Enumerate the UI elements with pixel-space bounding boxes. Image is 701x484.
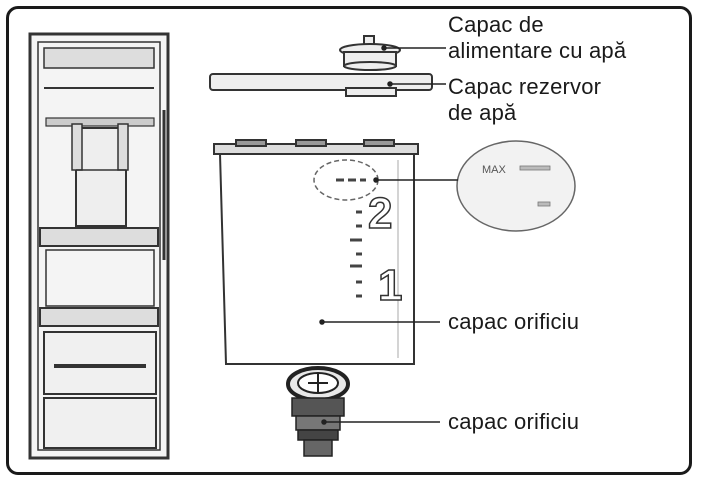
refrigerator-illustration [28,32,170,460]
water-tank-illustration [213,139,419,365]
tank-lid-illustration [209,73,433,97]
level-2-numeral: 2 [368,189,392,238]
fridge-drawer-lower [43,397,157,449]
tank-cap-label-line-1: Capac rezervor [448,74,602,99]
orifice-cap-label-2: capac orificiu [448,409,580,434]
fridge-middle-shelf [39,227,159,247]
tank-cap-label: Capac rezervor de apă [448,74,601,126]
water-feed-cap-label-line-1: Capac de [448,12,544,37]
diagram-frame [6,6,692,475]
fridge-top-shelf [43,47,155,69]
fridge-inner-wall [37,41,161,451]
water-feed-cap-label: Capac de alimentare cu apă [448,12,626,64]
tank-cap-label-line-2: de apă [448,100,517,125]
water-feed-cap-illustration [339,35,401,71]
orifice-cap-label-1: capac orificiu [448,309,580,334]
max-label: MAX [482,164,507,176]
orifice-cap-illustration [286,366,350,457]
level-1-numeral: 1 [378,261,402,310]
max-level-zoom-bubble: MAX [456,140,576,232]
fridge-drawer-upper [43,331,157,395]
leader-lines [319,45,458,425]
water-feed-cap-label-line-2: alimentare cu apă [448,38,627,63]
fridge-lower-shelf [39,307,159,327]
